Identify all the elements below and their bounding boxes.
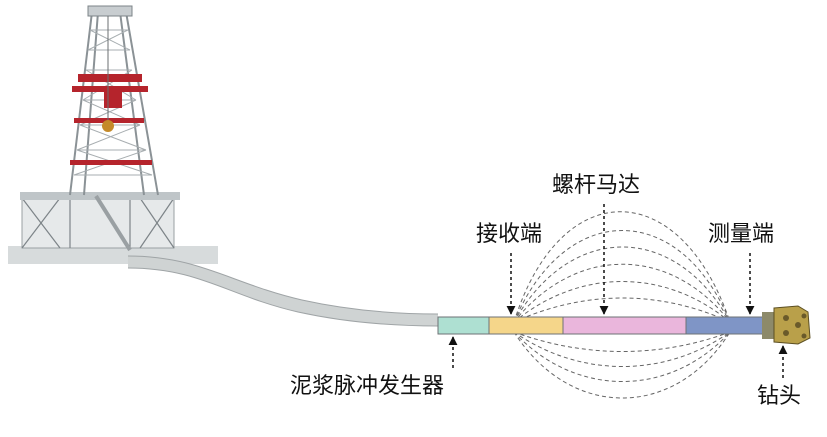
crown-block (87, 5, 133, 17)
signal-field-lines (513, 211, 731, 399)
segment-screw-motor (562, 316, 687, 335)
drill-pipe (127, 256, 439, 326)
bottom-hole-assembly (437, 316, 765, 335)
travelling-block (102, 120, 114, 132)
label-mud-pulse-generator: 泥浆脉冲发生器 (290, 374, 445, 399)
callout-arrows (448, 204, 788, 378)
segment-pulse-generator (437, 316, 490, 335)
rig-stairs (94, 194, 132, 252)
label-screw-motor: 螺杆马达 (552, 173, 641, 198)
label-measurement-end: 测量端 (708, 222, 775, 247)
substructure-bracing (21, 197, 175, 249)
label-drill-bit: 钻头 (757, 384, 802, 409)
drill-pipe-outline (127, 255, 439, 327)
rig-base (8, 246, 218, 264)
drill-bit-graphic (762, 305, 811, 345)
rig-floor (20, 192, 180, 200)
segment-measurement (685, 316, 765, 335)
label-receiver-end: 接收端 (476, 222, 543, 247)
drilling-rig (8, 5, 218, 264)
rig-substructure (21, 195, 175, 249)
segment-receiver (488, 316, 564, 335)
